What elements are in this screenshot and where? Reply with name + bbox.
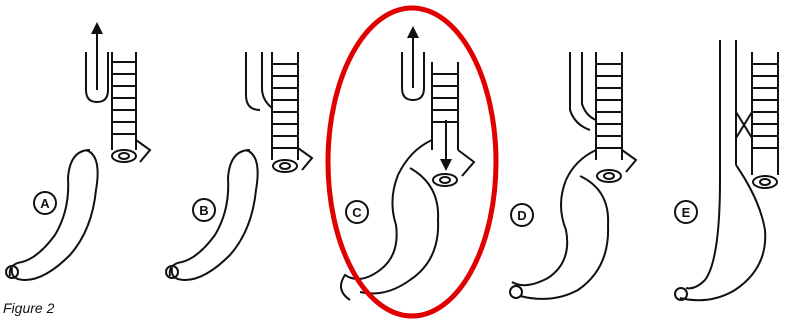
- bronchus-stump: [433, 174, 457, 186]
- stomach: [512, 180, 567, 285]
- figure-caption: Figure 2: [3, 300, 54, 316]
- panel-label: A: [40, 196, 50, 211]
- trachea: [112, 52, 136, 150]
- panel-d: [510, 52, 636, 299]
- panel-label: D: [517, 208, 526, 223]
- panel-a: [6, 28, 150, 280]
- esophagus: [705, 40, 720, 280]
- trachea: [596, 52, 622, 160]
- esophageal-pouch: [570, 52, 590, 130]
- panel-label: B: [199, 203, 208, 218]
- stomach: [680, 165, 765, 300]
- panel-c: [341, 32, 474, 300]
- bronchus-stump: [112, 150, 136, 162]
- panel-b: [166, 52, 312, 280]
- panel-e: [675, 40, 778, 300]
- trachea: [752, 52, 778, 175]
- panel-label: C: [352, 205, 362, 220]
- panel-label: E: [682, 205, 691, 220]
- trachea: [272, 52, 298, 160]
- bronchus-stump: [753, 176, 777, 188]
- stomach: [341, 175, 398, 300]
- bronchus-stump: [597, 170, 621, 182]
- h-type-fistula: [736, 112, 752, 138]
- bronchus-stump: [273, 160, 297, 172]
- duodenum-end: [510, 286, 522, 298]
- esophageal-pouch: [246, 52, 260, 110]
- tracheoesophageal-fistula: [398, 140, 432, 175]
